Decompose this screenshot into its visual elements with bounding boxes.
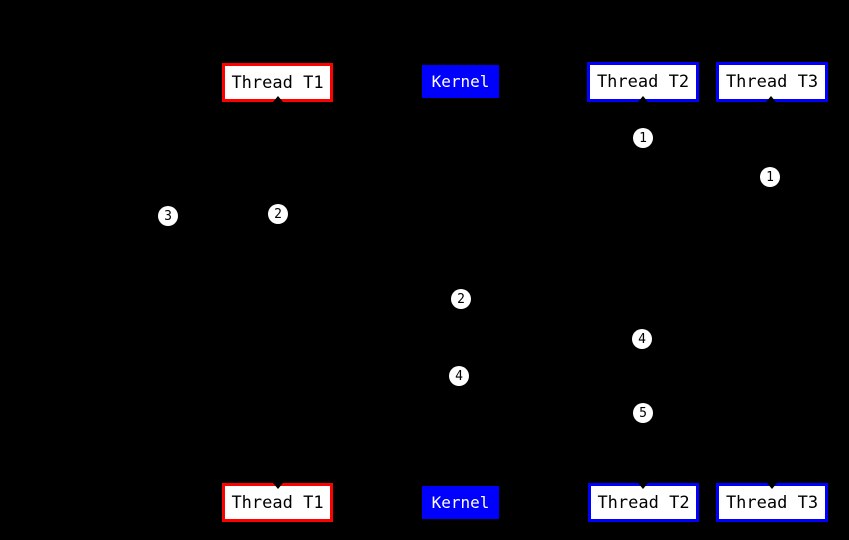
lifeline-notch (767, 483, 777, 489)
lifeline-notch (766, 96, 776, 102)
sequence-marker-5: 5 (633, 403, 653, 423)
lifeline-notch (638, 483, 648, 489)
node-thread-t1-top: Thread T1 (222, 63, 333, 102)
sequence-marker-1: 1 (760, 167, 780, 187)
sequence-marker-4: 4 (632, 329, 652, 349)
sequence-marker-1: 1 (633, 128, 653, 148)
sequence-marker-3: 3 (158, 206, 178, 226)
lifeline-notch (273, 96, 283, 102)
sequence-marker-2: 2 (451, 289, 471, 309)
node-kernel-top: Kernel (422, 65, 499, 98)
sequence-marker-2: 2 (268, 204, 288, 224)
lifeline-notch (273, 483, 283, 489)
lifeline-notch (638, 96, 648, 102)
sequence-marker-4: 4 (449, 366, 469, 386)
node-thread-t3-bottom: Thread T3 (716, 483, 828, 522)
node-kernel-bottom: Kernel (422, 486, 499, 519)
